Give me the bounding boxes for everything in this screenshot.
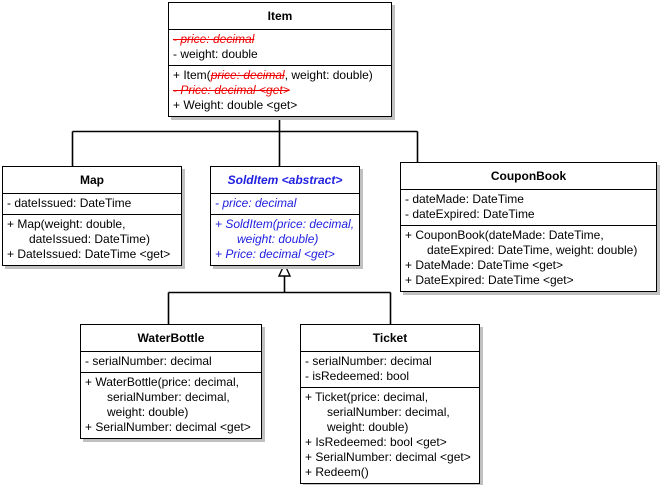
class-box-waterbottle[interactable]: WaterBottle - serialNumber: decimal + Wa…: [80, 324, 262, 439]
class-member: + Map(weight: double,: [7, 217, 126, 231]
class-member: + CouponBook(dateMade: DateTime,: [405, 228, 604, 242]
class-divider: [301, 351, 479, 352]
class-box-ticket[interactable]: Ticket - serialNumber: decimal - isRedee…: [300, 324, 480, 484]
class-attributes-couponbook: - dateMade: DateTime - dateExpired: Date…: [401, 190, 656, 225]
class-operations-solditem: + SoldItem(price: decimal, weight: doubl…: [211, 215, 359, 265]
class-member: + IsRedeemed: bool <get>: [305, 435, 447, 449]
class-divider: [3, 214, 181, 215]
class-member: - dateMade: DateTime: [405, 192, 524, 206]
class-title-solditem: SoldItem <abstract>: [227, 173, 343, 187]
class-member: serialNumber: decimal,: [107, 390, 230, 404]
class-member: - dateExpired: DateTime: [405, 207, 535, 221]
class-member: + Ticket(price: decimal,: [305, 390, 429, 404]
class-member: + SerialNumber: decimal <get>: [85, 420, 251, 434]
class-title-item: Item: [267, 9, 293, 23]
class-divider: [81, 351, 261, 352]
class-divider: [211, 214, 359, 215]
class-operations-map: + Map(weight: double, dateIssued: DateTi…: [3, 215, 181, 265]
class-member: dateIssued: DateTime): [29, 232, 150, 246]
class-member: + DateMade: DateTime <get>: [405, 258, 563, 272]
class-attributes-item: - price: decimal - weight: double: [169, 30, 391, 65]
class-operations-couponbook: + CouponBook(dateMade: DateTime, dateExp…: [401, 226, 656, 291]
class-attributes-solditem: - price: decimal: [211, 194, 359, 214]
class-attributes-ticket: - serialNumber: decimal - isRedeemed: bo…: [301, 352, 479, 387]
generalization-solditem-subclasses: [167, 262, 392, 324]
class-divider: [3, 193, 181, 194]
class-member: - price: decimal: [215, 196, 297, 210]
class-operations-waterbottle: + WaterBottle(price: decimal, serialNumb…: [81, 373, 261, 438]
class-title-ticket: Ticket: [372, 331, 408, 345]
class-member: weight: double): [237, 232, 319, 246]
class-member: + Redeem(): [305, 465, 369, 479]
class-divider: [81, 372, 261, 373]
class-box-map[interactable]: Map - dateIssued: DateTime + Map(weight:…: [2, 166, 182, 266]
class-member: - price: decimal: [173, 32, 255, 46]
class-divider: [169, 65, 391, 66]
class-member: weight: double): [327, 420, 409, 434]
class-member: weight: double): [107, 405, 189, 419]
class-member: + Price: decimal <get>: [215, 247, 335, 261]
class-attributes-map: - dateIssued: DateTime: [3, 194, 181, 214]
class-box-solditem[interactable]: SoldItem <abstract> - price: decimal + S…: [210, 166, 360, 266]
class-divider: [401, 225, 656, 226]
class-member: - dateIssued: DateTime: [7, 196, 132, 210]
class-title-waterbottle: WaterBottle: [137, 331, 205, 345]
class-divider: [211, 193, 359, 194]
class-box-couponbook[interactable]: CouponBook - dateMade: DateTime - dateEx…: [400, 162, 657, 292]
class-member: - serialNumber: decimal: [305, 354, 432, 368]
class-title-couponbook: CouponBook: [490, 169, 567, 183]
class-divider: [401, 189, 656, 190]
class-member: + WaterBottle(price: decimal,: [85, 375, 239, 389]
class-member: + DateExpired: DateTime <get>: [405, 273, 574, 287]
class-member: + Item(price: decimal, weight: double): [173, 68, 373, 82]
class-member: + SerialNumber: decimal <get>: [305, 450, 471, 464]
class-operations-ticket: + Ticket(price: decimal, serialNumber: d…: [301, 388, 479, 483]
class-divider: [301, 387, 479, 388]
class-member: + SoldItem(price: decimal,: [215, 217, 355, 231]
class-member: + Weight: double <get>: [173, 98, 298, 112]
class-box-item[interactable]: Item - price: decimal - weight: double +…: [168, 2, 392, 117]
class-member: serialNumber: decimal,: [327, 405, 450, 419]
class-member: - Price: decimal <get>: [173, 83, 290, 97]
class-attributes-waterbottle: - serialNumber: decimal: [81, 352, 261, 372]
class-member: - weight: double: [173, 47, 258, 61]
class-operations-item: + Item(price: decimal, weight: double) -…: [169, 66, 391, 116]
class-member: - serialNumber: decimal: [85, 354, 212, 368]
class-member: - isRedeemed: bool: [305, 369, 410, 383]
class-member: + DateIssued: DateTime <get>: [7, 247, 171, 261]
class-title-map: Map: [80, 173, 104, 187]
class-divider: [169, 29, 391, 30]
class-member: dateExpired: DateTime, weight: double): [427, 243, 638, 257]
